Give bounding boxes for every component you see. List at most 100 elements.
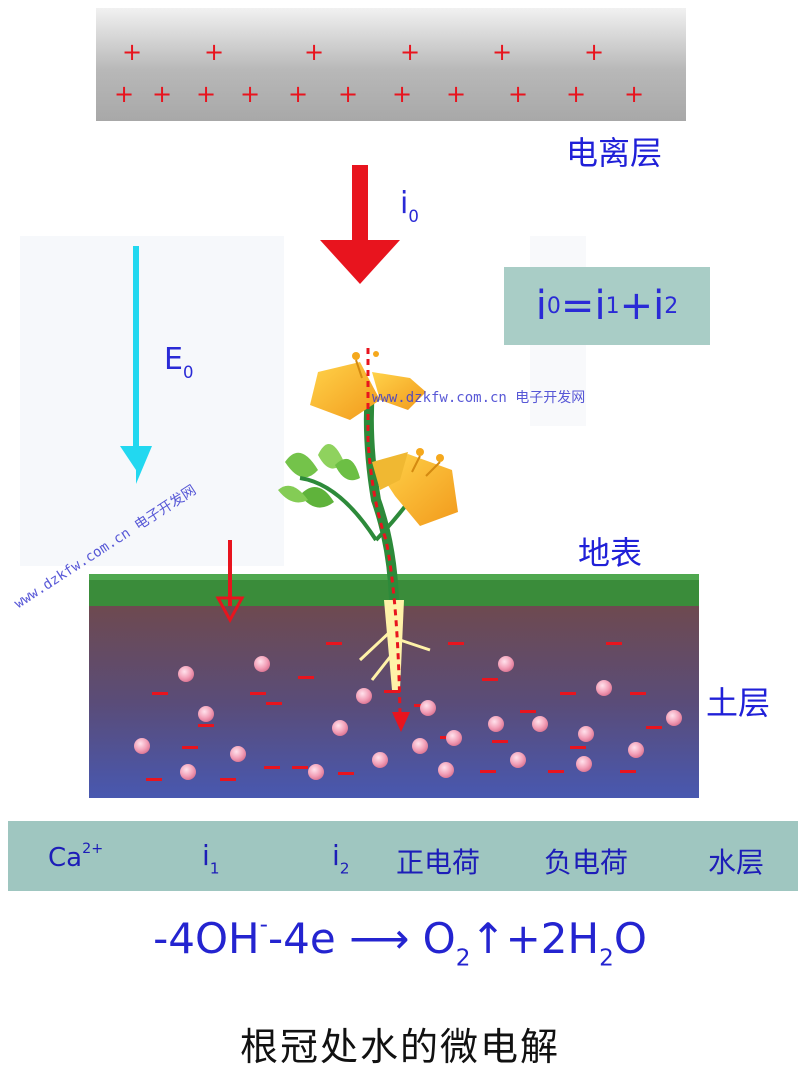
i0-subscript: 0 [408,207,419,227]
figure-caption: 根冠处水的微电解 [239,1025,560,1069]
negative-charge-mark [182,746,198,749]
positive-charge-mark: + [196,80,216,108]
calcium-ion [578,726,594,742]
reaction-h2-sub: 2 [599,945,614,972]
negative-charge-mark [448,642,464,645]
ionosphere-positive-charges: +++++++++++++++++ [114,38,644,108]
negative-charge-mark [630,692,646,695]
negative-charge-mark [326,642,342,645]
legend-water-label: 水层 [708,846,765,879]
reaction-o2: O [409,913,456,963]
legend-bar: Ca2+ i1 i2 正电荷 负电荷 水层 [8,821,798,891]
e0-field-arrow [120,246,152,484]
negative-charge-mark [480,770,496,773]
negative-charge-mark [548,770,564,773]
legend-i2-label: i2 [332,839,350,877]
positive-charge-mark: + [508,80,528,108]
eq-i: i [535,283,547,329]
negative-charge-mark [492,740,508,743]
calcium-ion [230,746,246,762]
positive-charge-mark: + [338,80,358,108]
calcium-ion [532,716,548,732]
positive-charge-mark: + [152,80,172,108]
negative-charge-mark [292,766,308,769]
calcium-ion [438,762,454,778]
reaction-water: +2H [505,913,600,963]
positive-charge-mark: + [240,80,260,108]
calcium-ion [420,700,436,716]
eq-sub2: 2 [664,293,679,319]
legend-i2-sub: 2 [339,859,350,878]
negative-charge-mark [520,710,536,713]
negative-charge-mark [266,702,282,705]
calcium-ion [412,738,428,754]
positive-charge-mark: + [400,38,420,66]
negative-charge-mark [264,766,280,769]
e0-subscript: 0 [182,363,194,383]
calcium-ion [254,656,270,672]
calcium-ion [372,752,388,768]
eq-equals: = [560,283,595,329]
electrolysis-reaction: -4OH--4e ⟶ O2↑+2H2O [0,912,800,971]
negative-charge-mark [570,746,586,749]
ionosphere-band [96,8,686,121]
i2-current-path [366,348,402,716]
negative-charge-mark [152,692,168,695]
negative-charge-mark [482,678,498,681]
calcium-ion [628,742,644,758]
positive-charge-mark: + [288,80,308,108]
calcium-ion [134,738,150,754]
positive-charge-mark: + [446,80,466,108]
negative-charge-mark [606,642,622,645]
negative-charge-mark [338,772,354,775]
positive-charge-mark: + [122,38,142,66]
calcium-ion [498,656,514,672]
field-panel [20,236,284,566]
negative-charge-mark [560,692,576,695]
positive-charge-mark: + [204,38,224,66]
positive-charge-mark: + [304,38,324,66]
soil-calcium-ions [134,656,682,780]
positive-charge-mark: + [492,38,512,66]
legend-i1-label: i1 [202,839,220,877]
legend-ca-text: Ca [48,842,83,873]
eq-i2: i [653,283,665,329]
calcium-ion [308,764,324,780]
reaction-water-o: O [613,913,647,963]
reaction-oh: -4OH [153,913,260,963]
ionosphere-label: 电离层 [566,134,663,172]
calcium-ion [332,720,348,736]
i2-current-arrowhead [392,712,410,732]
calcium-ion [178,666,194,682]
legend-ca-label: Ca2+ [48,841,103,873]
eq-sub0: 0 [546,293,561,319]
legend-negative-label: 负电荷 [544,846,629,879]
legend-i1-base: i [202,839,210,872]
calcium-ion [576,756,592,772]
calcium-ion [446,730,462,746]
negative-charge-mark [198,724,214,727]
negative-charge-mark [646,726,662,729]
reaction-gas-up-icon: ↑ [470,913,506,963]
ground-surface-label: 地表 [578,534,643,572]
calcium-ion [510,752,526,768]
eq-i1: i [594,283,606,329]
e0-base: E [164,342,183,377]
calcium-ion [666,710,682,726]
i0-base: i [400,186,409,221]
negative-charge-mark [146,778,162,781]
legend-i2-base: i [332,839,340,872]
negative-charge-mark [620,770,636,773]
positive-charge-mark: + [392,80,412,108]
reaction-oh-charge: - [259,912,268,938]
reaction-arrow: ⟶ [349,913,410,963]
reaction-electrons: -4e [267,913,350,963]
positive-charge-mark: + [566,80,586,108]
calcium-ion [356,688,372,704]
legend-positive-label: 正电荷 [396,846,481,879]
calcium-ion [198,706,214,722]
calcium-ion [180,764,196,780]
negative-charge-mark [220,778,236,781]
eq-sub1: 1 [605,293,620,319]
